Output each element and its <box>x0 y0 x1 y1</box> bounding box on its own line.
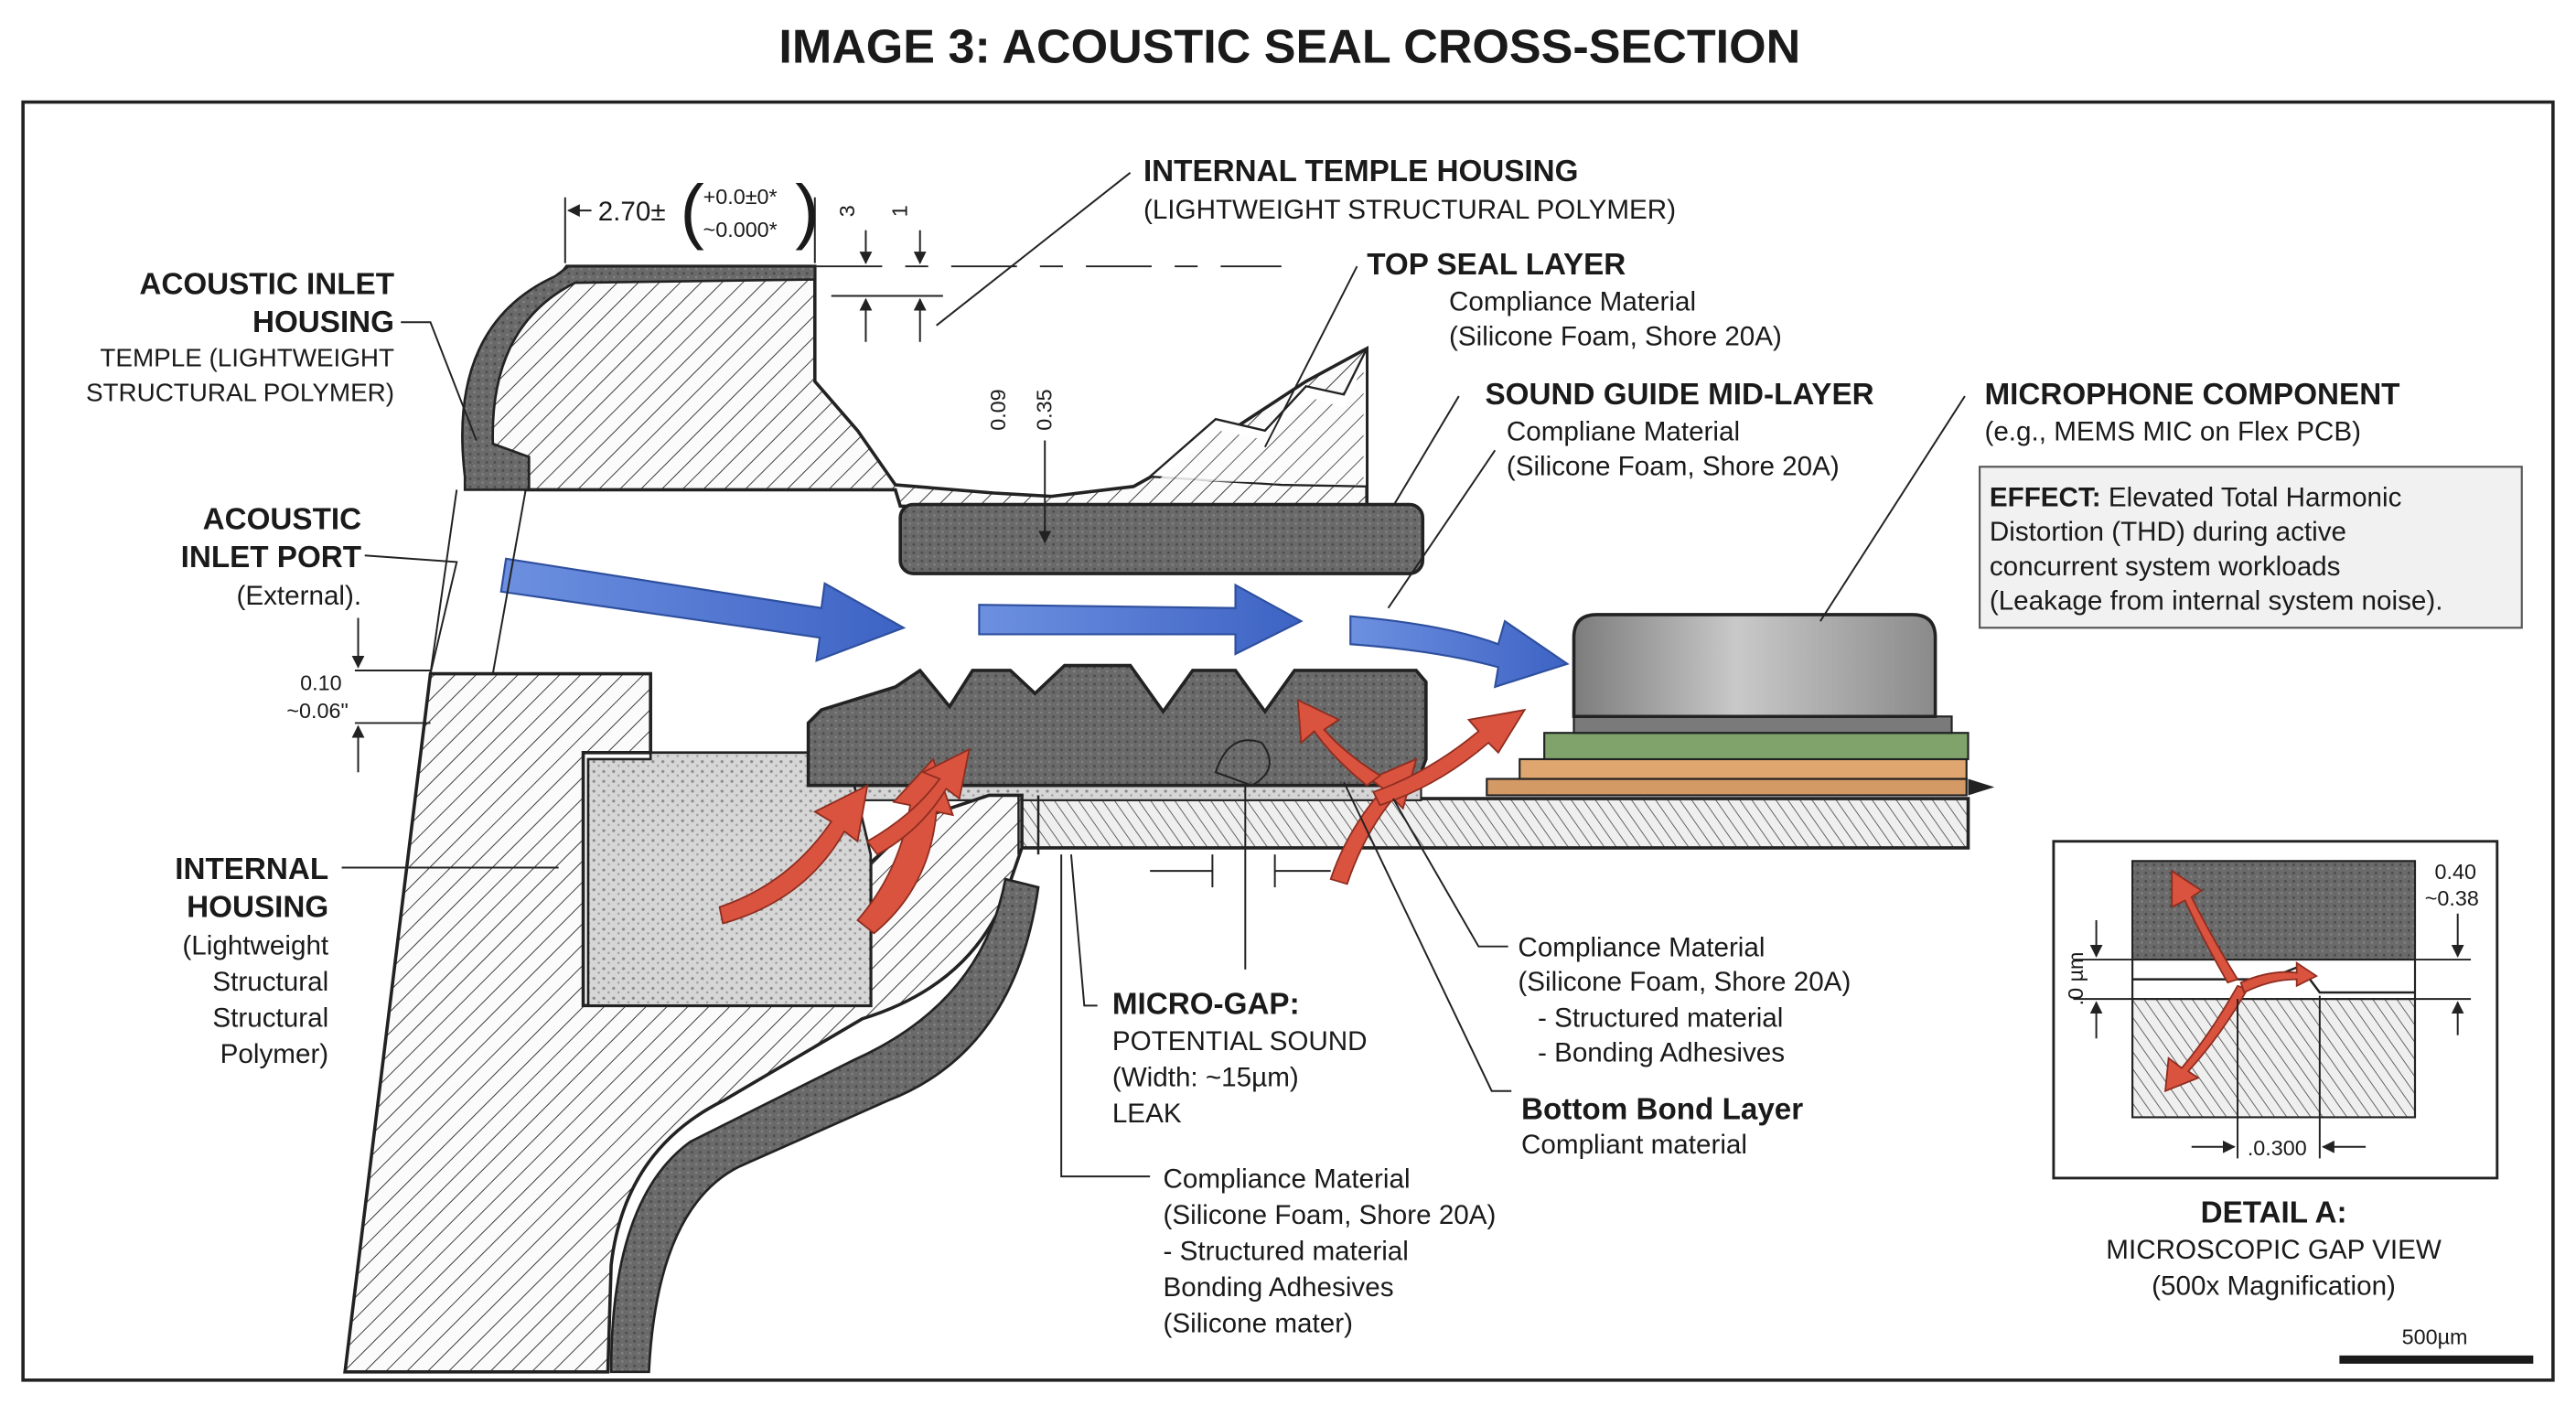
dim-top-bracket-close: ) <box>795 169 819 251</box>
label-internal-housing-6: Polymer) <box>220 1039 329 1069</box>
blue-airflow-arrow-3 <box>1349 615 1570 689</box>
effect-callout-box <box>1979 466 2523 629</box>
label-microgap-4: LEAK <box>1112 1099 1182 1129</box>
mic-base <box>1572 715 1953 735</box>
dim-small-1: 1 <box>887 205 911 217</box>
detail-a-view <box>2052 840 2499 1180</box>
label-inlet-housing-2: HOUSING <box>252 306 394 339</box>
label-mid-layer-3: (Silicone Foam, Shore 20A) <box>1507 451 1840 481</box>
label-compliance-b-3: - Structured material <box>1164 1237 1409 1267</box>
label-internal-housing-2: HOUSING <box>187 890 328 924</box>
red-leak-arrows <box>718 698 1527 935</box>
scale-bar <box>2339 1355 2534 1364</box>
blue-airflow-arrow-2 <box>978 583 1304 656</box>
housing-outer-shell <box>609 877 1040 1374</box>
label-internal-housing-3: (Lightweight <box>182 931 329 961</box>
label-detail-1: DETAIL A: <box>2201 1196 2347 1229</box>
dim-top-bracket: ( <box>681 169 704 251</box>
label-inlet-housing-4: STRUCTURAL POLYMER) <box>86 378 394 406</box>
dim-gap-a: 0.09 <box>986 389 1010 430</box>
microphone-component <box>1572 613 1937 719</box>
label-compliance-b-5: (Silicone mater) <box>1164 1309 1353 1339</box>
pcb-substrate <box>1016 797 1970 850</box>
label-scale: 500µm <box>2402 1325 2468 1348</box>
dim-detail-c: .0 µm <box>2064 952 2088 1006</box>
dim-left-1: 0.10 <box>300 671 341 695</box>
dim-top-main: 2.70± <box>598 197 666 227</box>
top-seal-foam-layer <box>898 502 1425 575</box>
blue-airflow-arrow-1 <box>499 557 907 662</box>
pcb-arrow-end <box>1968 778 1995 796</box>
sound-guide-foam-toothed <box>806 663 1428 788</box>
effect-text-2: Distortion (THD) during active <box>1990 517 2346 547</box>
label-compliance-r-4: - Bonding Adhesives <box>1538 1037 1785 1067</box>
label-inlet-port-1: ACOUSTIC <box>203 503 361 537</box>
label-mic-2: (e.g., MEMS MIC on Flex PCB) <box>1984 417 2361 447</box>
dim-gap-b: 0.35 <box>1032 389 1056 430</box>
top-labels: INTERNAL TEMPLE HOUSING (LIGHTWEIGHT STR… <box>1143 155 2443 617</box>
effect-line-1: Elevated Total Harmonic <box>2101 482 2402 512</box>
dim-detail-d: .0.300 <box>2248 1136 2307 1160</box>
label-compliance-r-1: Compliance Material <box>1518 932 1765 962</box>
dimension-labels: 2.70± ( +0.0±0* ~0.000* ) 3 1 0.10 ~0.06… <box>286 169 2478 1160</box>
label-inlet-housing-1: ACOUSTIC INLET <box>139 268 394 302</box>
label-top-seal-2: Compliance Material <box>1449 287 1696 317</box>
effect-text-1: EFFECT: Elevated Total Harmonic <box>1990 482 2402 512</box>
label-bottom-bond-2: Compliant material <box>1521 1130 1747 1160</box>
leader-lines <box>341 172 1966 1178</box>
label-microgap-2: POTENTIAL SOUND <box>1112 1026 1368 1056</box>
microgap-loop <box>1214 739 1271 787</box>
effect-bold: EFFECT: <box>1990 482 2101 512</box>
label-top-seal-1: TOP SEAL LAYER <box>1367 248 1626 282</box>
label-internal-housing-1: INTERNAL <box>175 853 328 886</box>
diagram-title: IMAGE 3: ACOUSTIC SEAL CROSS-SECTION <box>778 20 1800 73</box>
label-inlet-port-3: (External). <box>236 581 361 611</box>
label-mid-layer-1: SOUND GUIDE MID-LAYER <box>1486 378 1874 412</box>
dim-top-tol-1: +0.0±0* <box>703 185 778 209</box>
label-internal-housing-5: Structural <box>212 1003 328 1034</box>
effect-text-3: concurrent system workloads <box>1990 552 2341 582</box>
dim-detail-a: 0.40 <box>2435 860 2476 884</box>
label-detail-2: MICROSCOPIC GAP VIEW <box>2106 1235 2442 1265</box>
dim-detail-b: ~0.38 <box>2425 886 2479 910</box>
label-compliance-b-2: (Silicone Foam, Shore 20A) <box>1164 1200 1497 1230</box>
label-detail-3: (500x Magnification) <box>2152 1271 2396 1301</box>
label-mic-1: MICROPHONE COMPONENT <box>1984 378 2399 412</box>
label-inlet-port-2: INLET PORT <box>181 541 361 574</box>
dim-small-3: 3 <box>835 205 859 217</box>
label-compliance-r-3: - Structured material <box>1538 1003 1783 1034</box>
pcb-orange-layer-2 <box>1519 757 1968 780</box>
label-top-seal-3: (Silicone Foam, Shore 20A) <box>1449 321 1782 351</box>
dimension-lines <box>351 197 1282 773</box>
label-internal-housing-4: Structural <box>212 967 328 997</box>
bottom-labels: MICRO-GAP: POTENTIAL SOUND (Width: ~15µm… <box>1112 932 2468 1348</box>
dim-left-2: ~0.06" <box>286 699 348 723</box>
internal-housing-pocket <box>586 751 873 1007</box>
diagram-frame <box>21 100 2555 1382</box>
pcb-orange-layer <box>1486 778 1968 797</box>
label-compliance-b-4: Bonding Adhesives <box>1164 1272 1394 1303</box>
dim-top-tol-2: ~0.000* <box>703 218 778 241</box>
label-inlet-housing-3: TEMPLE (LIGHTWEIGHT <box>100 344 394 372</box>
effect-text-4: (Leakage from internal system noise). <box>1990 586 2443 617</box>
label-temple-housing-2: (LIGHTWEIGHT STRUCTURAL POLYMER) <box>1143 195 1676 225</box>
label-microgap-1: MICRO-GAP: <box>1112 987 1300 1021</box>
label-compliance-b-1: Compliance Material <box>1164 1164 1411 1195</box>
label-microgap-3: (Width: ~15µm) <box>1112 1062 1299 1092</box>
label-temple-housing-1: INTERNAL TEMPLE HOUSING <box>1143 155 1579 188</box>
label-mid-layer-2: Compliane Material <box>1507 417 1740 447</box>
label-compliance-r-2: (Silicone Foam, Shore 20A) <box>1518 967 1851 997</box>
top-seal-torn-hatch <box>1158 364 1364 486</box>
pcb-green-layer <box>1543 732 1970 761</box>
internal-housing <box>343 671 1024 1374</box>
inlet-housing-rim <box>461 264 817 491</box>
label-bottom-bond-1: Bottom Bond Layer <box>1521 1092 1803 1126</box>
left-labels: ACOUSTIC INLET HOUSING TEMPLE (LIGHTWEIG… <box>86 268 394 1069</box>
